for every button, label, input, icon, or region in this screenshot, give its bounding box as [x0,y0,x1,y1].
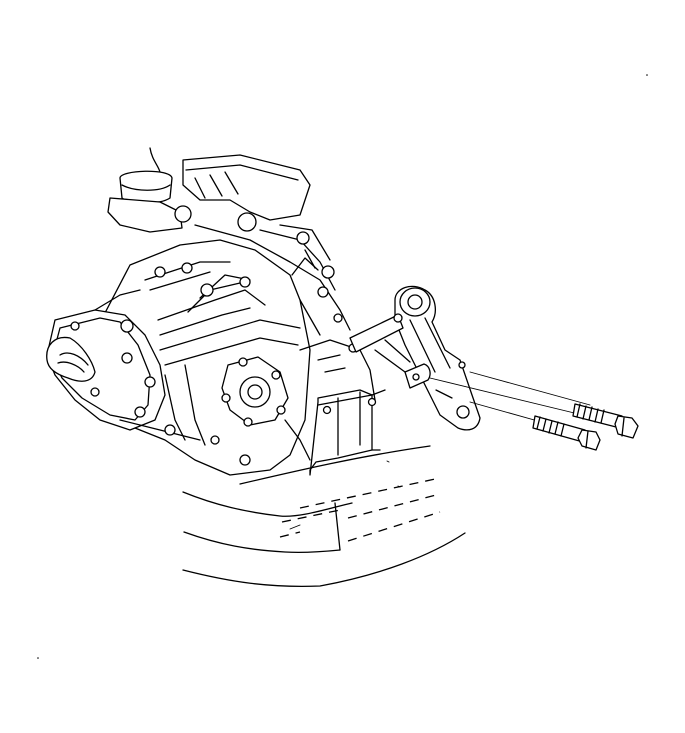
engine-block [107,147,351,341]
mount-bracket [309,389,386,476]
stray-dot [37,657,39,659]
mount-bolt-lower [532,415,601,451]
mount-bolt-upper [572,403,639,439]
transaxle-mount [349,285,596,431]
transaxle-assembly [46,239,376,476]
vehicle-frame [182,445,466,587]
stray-dot [646,74,648,76]
